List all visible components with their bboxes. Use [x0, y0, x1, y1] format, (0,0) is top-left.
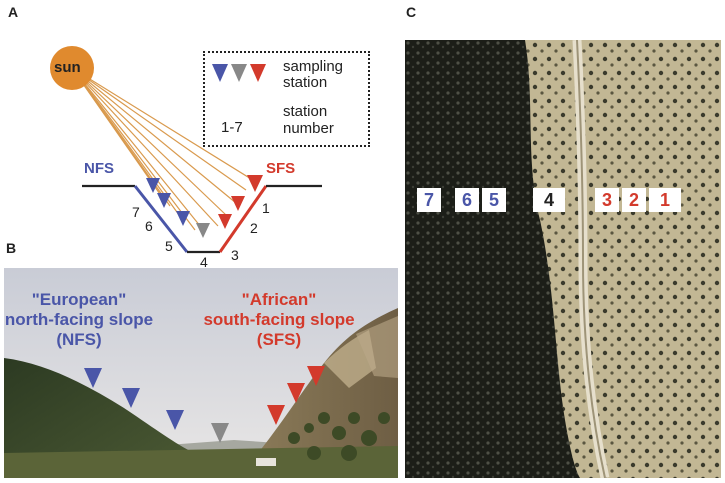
station-number-2: 2 [250, 220, 258, 236]
landscape-photo [4, 268, 398, 478]
station-number-6: 6 [145, 218, 153, 234]
legend-sampling-line1: sampling [283, 58, 344, 75]
station-1-marker [247, 175, 263, 192]
aerial-label-5: 5 [482, 188, 506, 212]
panel-letter-c: C [406, 4, 417, 20]
station-2-marker [231, 196, 245, 211]
station-5-marker [176, 211, 190, 226]
sfs-title-line1: "African" [241, 290, 317, 309]
legend-number-line1: station [283, 103, 328, 120]
station-markers [146, 175, 263, 238]
panel-a-diagram: sun sampling station 1-7 station number … [0, 0, 400, 270]
legend-number-line2: number [283, 120, 334, 137]
photo-station-4-marker [211, 423, 229, 443]
photo-station-markers [84, 366, 325, 443]
nfs-title-line1: "European" [31, 290, 127, 309]
photo-station-2-marker [287, 383, 305, 403]
panel-letter-b: B [6, 240, 17, 256]
station-number-7: 7 [132, 204, 140, 220]
sfs-title-line2: south-facing slope [203, 310, 355, 329]
photo-station-1-marker [307, 366, 325, 386]
panel-letter-a: A [8, 4, 19, 20]
aerial-label-2: 2 [622, 188, 646, 212]
station-number-4: 4 [200, 254, 208, 270]
station-3-marker [218, 214, 232, 229]
station-number-3: 3 [231, 247, 239, 263]
nfs-title-line2: north-facing slope [4, 310, 154, 329]
aerial-label-3: 3 [595, 188, 619, 212]
aerial-label-7: 7 [417, 188, 441, 212]
legend-box [203, 51, 370, 147]
photo-station-7-marker [84, 368, 102, 388]
panel-c-aerial-photo: 7 6 5 4 3 2 1 [405, 40, 721, 478]
station-number-5: 5 [165, 238, 173, 254]
aerial-photo [405, 40, 721, 478]
sun-icon [50, 46, 94, 90]
legend-range: 1-7 [221, 119, 243, 136]
photo-station-6-marker [122, 388, 140, 408]
photo-station-3-marker [267, 405, 285, 425]
legend-nfs-marker [212, 64, 228, 82]
sfs-title-line3: (SFS) [256, 330, 302, 349]
legend-valley-marker [231, 64, 247, 82]
nfs-title-line3: (NFS) [56, 330, 102, 349]
station-6-marker [157, 193, 171, 208]
sfs-label: SFS [266, 160, 296, 177]
station-7-marker [146, 178, 160, 193]
panel-b-photo: "European" north-facing slope (NFS) "Afr… [4, 268, 398, 478]
sfs-slope-line [218, 185, 268, 253]
station-4-marker [196, 223, 210, 238]
aerial-label-6: 6 [455, 188, 479, 212]
legend-sampling-line2: station [283, 74, 328, 91]
station-number-1: 1 [262, 200, 270, 216]
aerial-label-1: 1 [649, 188, 681, 212]
valley-diagram [50, 46, 322, 254]
photo-station-5-marker [166, 410, 184, 430]
aerial-label-4: 4 [533, 188, 565, 212]
nfs-slope-line [133, 185, 189, 253]
nfs-label: NFS [84, 160, 114, 177]
sun-label: sun [54, 59, 81, 76]
legend-sfs-marker [250, 64, 266, 82]
